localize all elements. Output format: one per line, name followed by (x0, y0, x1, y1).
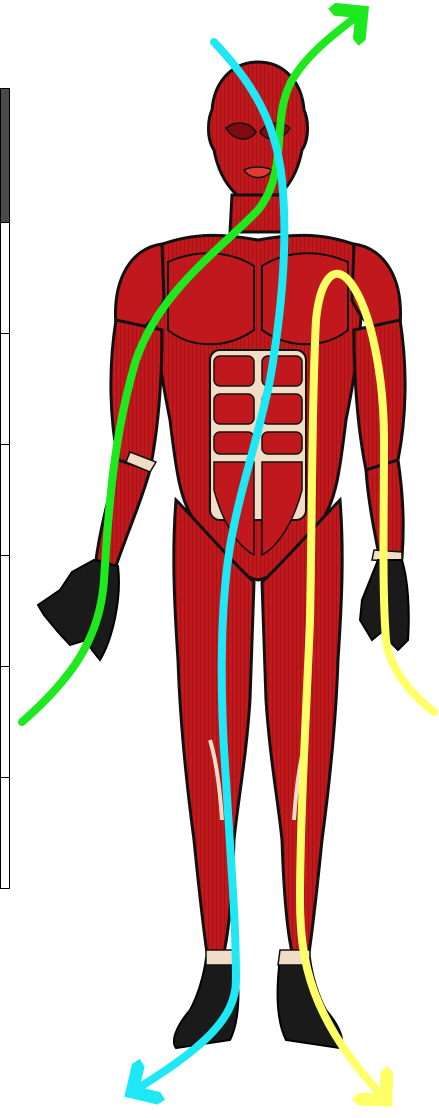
left-leg (174, 500, 254, 1048)
